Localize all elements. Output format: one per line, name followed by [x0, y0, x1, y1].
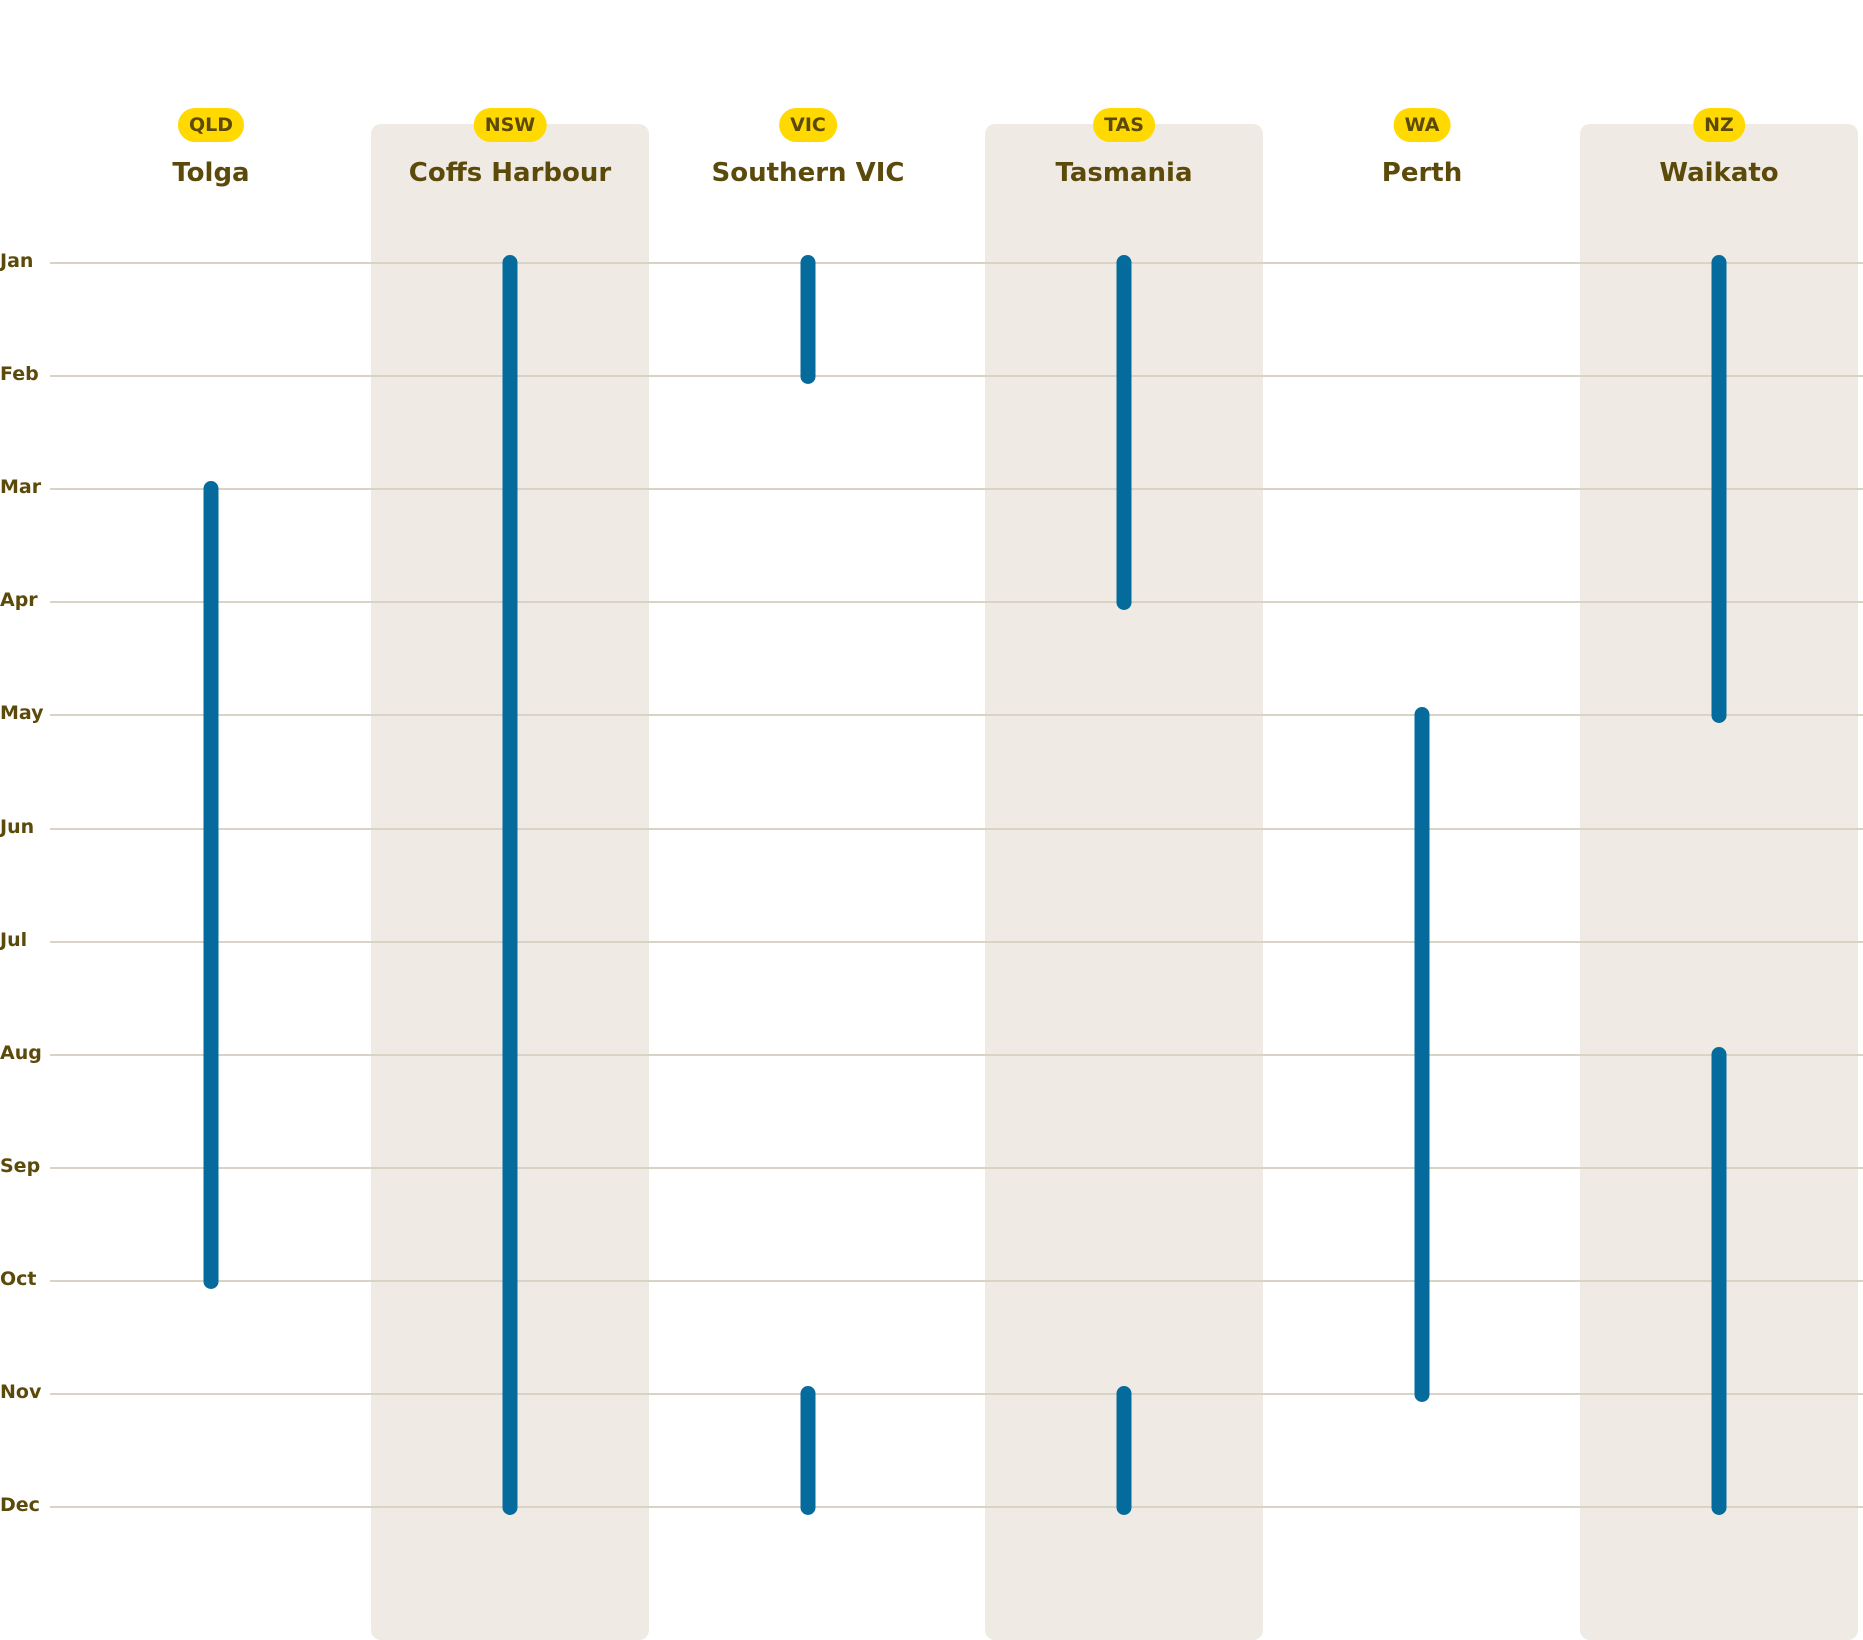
gridline — [50, 1393, 1863, 1395]
season-bar — [1711, 255, 1727, 724]
season-bar — [203, 481, 219, 1289]
month-label: Nov — [0, 1381, 42, 1403]
gridline — [50, 262, 1863, 264]
state-badge: NZ — [1693, 108, 1745, 142]
month-label: Oct — [0, 1267, 37, 1290]
location-name: Waikato — [1659, 158, 1779, 188]
gridline — [50, 1506, 1863, 1509]
gridline — [50, 375, 1863, 378]
month-label: Mar — [0, 476, 42, 499]
month-label: Dec — [0, 1494, 40, 1517]
state-badge: WA — [1393, 108, 1451, 142]
state-badge: NSW — [473, 108, 547, 142]
gridline — [50, 940, 1863, 943]
season-bar — [1116, 255, 1132, 611]
gridline — [50, 488, 1863, 491]
gridline — [50, 1166, 1863, 1169]
month-label: Sep — [0, 1154, 41, 1177]
state-badge: QLD — [177, 108, 245, 142]
location-name: Tasmania — [1055, 158, 1193, 188]
month-label: Apr — [0, 589, 38, 612]
season-bar — [1711, 1046, 1727, 1516]
month-label: Jun — [0, 815, 35, 838]
gridline — [50, 601, 1863, 604]
season-bar — [1414, 707, 1430, 1402]
state-badge: VIC — [779, 108, 837, 142]
state-badge: TAS — [1093, 108, 1155, 142]
month-label: Jul — [0, 928, 28, 951]
location-name: Tolga — [172, 158, 250, 188]
location-name: Southern VIC — [711, 158, 905, 188]
gridline — [50, 1279, 1863, 1282]
location-name: Coffs Harbour — [408, 158, 612, 188]
month-label: May — [0, 702, 44, 725]
gridline — [50, 714, 1863, 717]
season-bar — [502, 255, 518, 1516]
gridline — [50, 827, 1863, 830]
location-name: Perth — [1381, 158, 1463, 188]
season-bar — [800, 1386, 816, 1516]
month-label: Jan — [0, 250, 34, 272]
season-bar — [1116, 1386, 1132, 1516]
season-bar — [800, 255, 816, 385]
gridline — [50, 1053, 1863, 1056]
month-label: Feb — [0, 363, 39, 386]
month-label: Aug — [0, 1041, 42, 1064]
